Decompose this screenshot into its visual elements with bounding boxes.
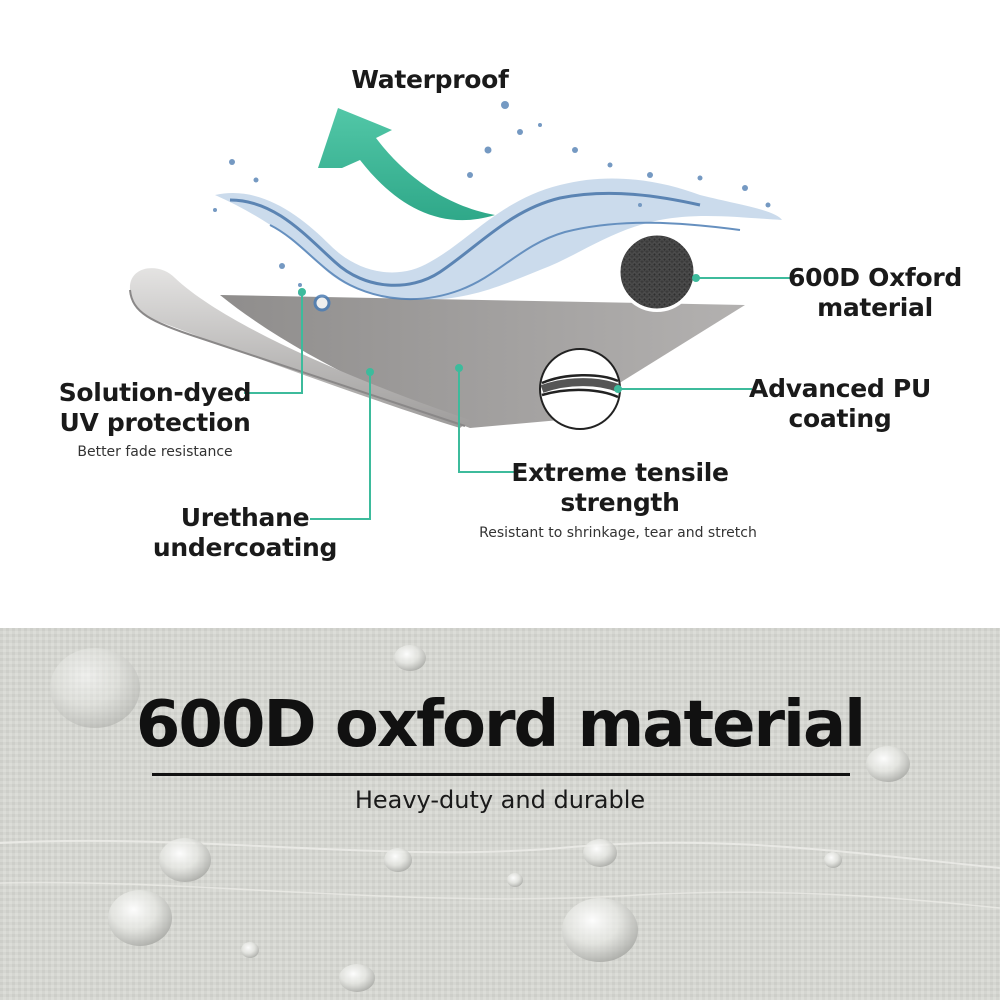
oxford-swatch-icon [617, 232, 697, 312]
leader-lines [244, 274, 792, 520]
banner-headline: 600D oxford material [135, 688, 866, 762]
water-droplets [50, 645, 910, 992]
waterproof-label: Waterproof [351, 65, 509, 94]
uv-label-subtext: Better fade resistance [77, 444, 233, 460]
urethane-label-line1: Urethane [180, 503, 310, 532]
tensile-label-subtext: Resistant to shrinkage, tear and stretch [479, 525, 757, 541]
fabric-sheet [129, 268, 745, 428]
pu-coating-swatch-icon [539, 348, 621, 430]
diagram-artwork [129, 101, 792, 520]
arrow-icon [318, 108, 495, 221]
oxford-label-line2: material [817, 293, 933, 322]
tensile-label-line2: strength [560, 488, 680, 517]
urethane-label-line2: undercoating [152, 533, 338, 562]
banner-divider [152, 773, 850, 776]
tensile-label-line1: Extreme tensile [511, 458, 729, 487]
fabric-texture [0, 628, 1000, 1000]
pu-label-line1: Advanced PU [749, 374, 931, 403]
uv-label-line2: UV protection [59, 408, 251, 437]
layer-diagram: Waterproof 600D Oxford material Advanced… [58, 65, 963, 562]
banner-subheadline: Heavy-duty and durable [354, 786, 646, 814]
uv-label-line1: Solution-dyed [58, 378, 252, 407]
fabric-banner: 600D oxford material Heavy-duty and dura… [0, 628, 1000, 1000]
oxford-label-line1: 600D Oxford [788, 263, 962, 292]
pu-label-line2: coating [788, 404, 892, 433]
water-splash [213, 101, 782, 312]
